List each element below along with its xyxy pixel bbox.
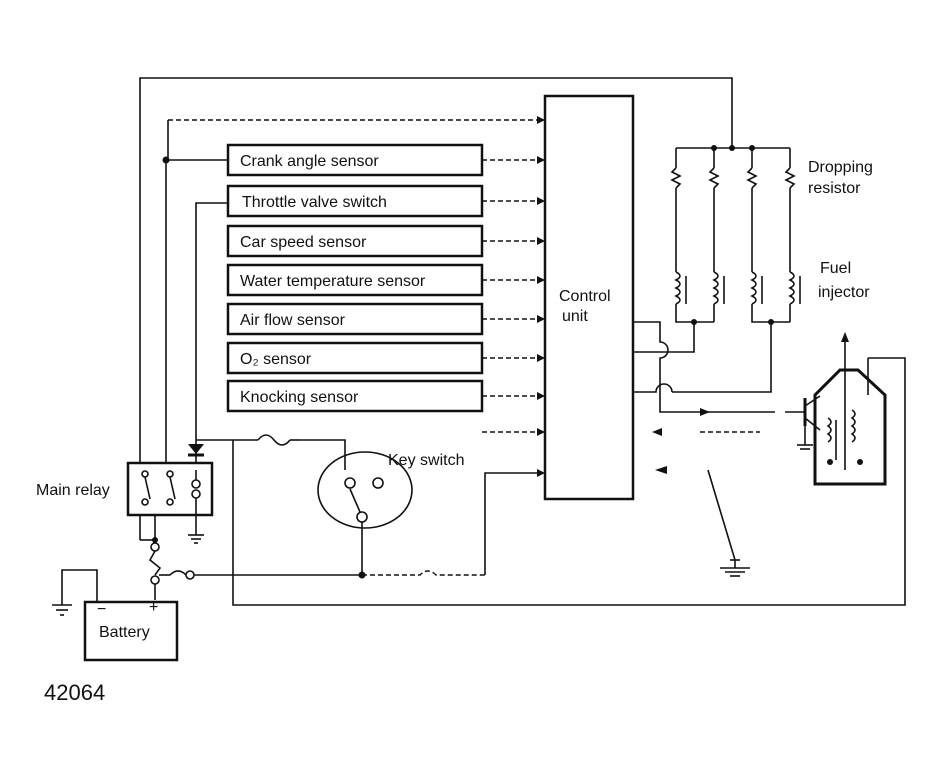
sensor-box-6: Knocking sensor xyxy=(226,379,484,413)
ground-symbol xyxy=(720,560,750,577)
dropping-resistor-bank xyxy=(670,145,796,272)
battery-positive-symbol: + xyxy=(149,599,158,616)
sensor-signal-lines xyxy=(482,116,545,400)
throttle-valve-switch-label: Throttle valve switch xyxy=(242,194,387,211)
water-temperature-sensor-label: Water temperature sensor xyxy=(240,273,426,290)
key-switch: Key switch xyxy=(300,439,464,579)
control-unit-output-lines xyxy=(633,321,775,561)
dropping-resistor-label-line2: resistor xyxy=(808,180,861,197)
fuel-injector-label-line1: Fuel xyxy=(820,260,851,277)
fuel-injector-label-line2: injector xyxy=(818,284,870,301)
main-relay-label: Main relay xyxy=(36,482,110,499)
battery: Battery − + xyxy=(52,569,179,662)
sensor-box-3: Water temperature sensor xyxy=(226,263,484,297)
sensor-box-0: Crank angle sensor xyxy=(226,143,484,177)
injector-coils xyxy=(650,271,801,393)
dropping-resistor-label-line1: Dropping xyxy=(808,159,873,176)
battery-negative-symbol: − xyxy=(97,601,106,618)
sensor-box-4: Air flow sensor xyxy=(226,302,484,336)
main-relay: Main relay xyxy=(36,430,214,544)
ignition-module xyxy=(232,332,906,606)
knocking-sensor-label: Knocking sensor xyxy=(240,389,359,406)
car-speed-sensor-label: Car speed sensor xyxy=(240,234,367,251)
crank-angle-sensor-label: Crank angle sensor xyxy=(240,153,379,170)
sensor-box-1: Throttle valve switch xyxy=(226,184,484,218)
control-unit: Control unit xyxy=(543,94,635,501)
sensor-power-wires xyxy=(162,156,228,470)
control-unit-input-lines xyxy=(482,428,545,575)
figure-number: 42064 xyxy=(44,680,105,705)
o2-sensor-label: O₂ sensor xyxy=(240,351,312,368)
air-flow-sensor-label: Air flow sensor xyxy=(240,312,346,329)
sensor-box-5: O₂ sensor xyxy=(226,341,484,375)
top-bus-wire xyxy=(139,77,735,520)
control-unit-label-line2: unit xyxy=(562,308,588,325)
sensor-box-2: Car speed sensor xyxy=(226,224,484,258)
control-unit-label-line1: Control xyxy=(559,288,611,305)
key-switch-fuse-line xyxy=(196,434,300,446)
key-switch-label: Key switch xyxy=(388,452,464,469)
battery-label: Battery xyxy=(99,624,150,641)
battery-circuit xyxy=(139,515,485,600)
